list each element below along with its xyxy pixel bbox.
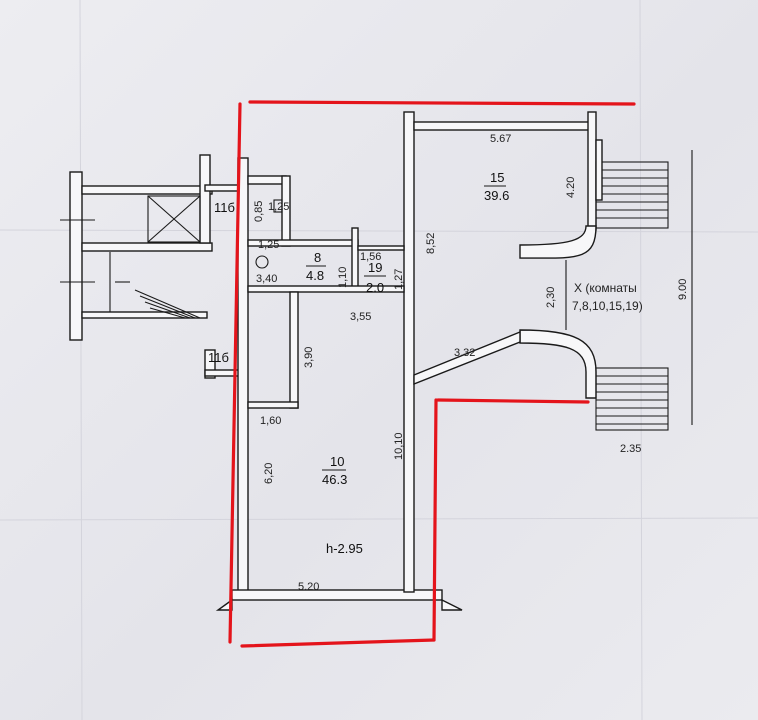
dim-127: 1,27	[393, 269, 405, 290]
red-outline	[228, 100, 636, 648]
right-stairs	[595, 139, 693, 431]
left-stair-block	[60, 154, 246, 379]
dim-085: 0,85	[253, 201, 265, 222]
dim-355: 3,55	[350, 311, 371, 323]
dim-852: 8,52	[425, 233, 437, 254]
room-15-number: 15	[490, 170, 504, 185]
room-10-number: 10	[330, 454, 344, 469]
room-8-number: 8	[314, 250, 321, 265]
dim-125b: 1,25	[258, 239, 279, 251]
dim-567: 5.67	[490, 133, 511, 145]
room-19-number: 19	[368, 260, 382, 275]
dim-332: 3.32	[454, 347, 475, 359]
room-15-area: 39.6	[484, 188, 509, 203]
dim-390: 3,90	[303, 347, 315, 368]
note-line-2: 7,8,10,15,19)	[572, 299, 643, 313]
note-line-1: X (комнаты	[574, 281, 637, 295]
room-19-area: 2.0	[366, 280, 384, 295]
marker-11b-bottom: 11б	[208, 350, 229, 365]
dim-520: 5.20	[298, 581, 319, 593]
dim-110: 1,10	[337, 267, 349, 288]
dim-1010: 10,10	[393, 432, 405, 460]
walls	[215, 111, 597, 611]
ceiling-height: h-2.95	[326, 541, 363, 556]
marker-11b-top: 11б	[214, 200, 235, 215]
dim-235: 2.35	[620, 443, 641, 455]
dim-230: 2,30	[545, 287, 557, 308]
dim-125a: 1,25	[268, 201, 289, 213]
dim-420: 4.20	[565, 177, 577, 198]
dim-620: 6,20	[263, 463, 275, 484]
room-8-area: 4.8	[306, 268, 324, 283]
dim-160: 1,60	[260, 415, 281, 427]
dim-340: 3,40	[256, 273, 277, 285]
dim-156: 1,56	[360, 251, 381, 263]
room-10-area: 46.3	[322, 472, 347, 487]
dim-900: 9.00	[677, 279, 689, 300]
